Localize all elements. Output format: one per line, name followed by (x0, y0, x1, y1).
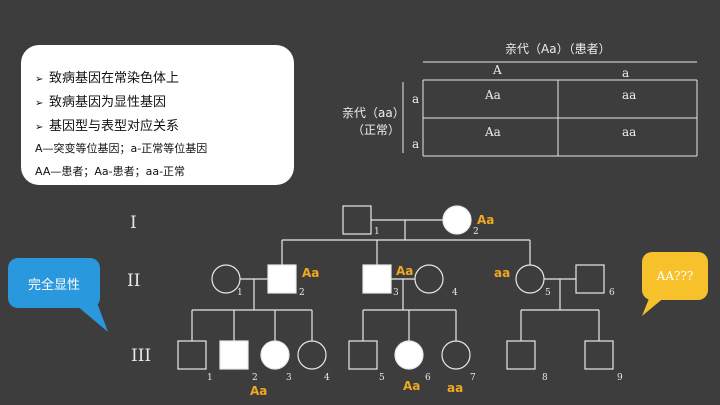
legend-note-2: AA—患者；Aa-患者；aa-正常 (35, 165, 186, 178)
gen-iii-male-5 (348, 340, 378, 370)
gen-ii-male-6 (575, 264, 605, 294)
punnett-top-header: 亲代（Aa）（患者） (505, 42, 611, 56)
arrow-icon: ➢ (35, 122, 44, 133)
number-ii-3: 3 (393, 288, 399, 298)
punnett-row-allele-1: a (412, 92, 420, 106)
gen-ii-male-2-affected (267, 264, 297, 294)
punnett-cell: Aa (485, 88, 501, 102)
number-iii-9: 9 (617, 373, 623, 383)
number-iii-8: 8 (542, 373, 548, 383)
genotype-ii-3: Aa (396, 264, 413, 278)
genotype-iii-7: aa (447, 381, 463, 395)
legend-bullet-text: 致病基因在常染色体上 (49, 71, 180, 86)
punnett-col-allele-1: A (493, 63, 502, 77)
number-ii-4: 4 (452, 288, 458, 298)
generation-label-ii: II (127, 271, 140, 291)
legend-panel: ➢ 致病基因在常染色体上 ➢ 致病基因为显性基因 ➢ 基因型与表型对应关系 A—突变等… (21, 45, 294, 185)
legend-bullet-2: ➢ 致病基因为显性基因 (35, 91, 166, 110)
number-iii-6: 6 (425, 373, 431, 383)
gen-iii-female-4 (297, 340, 327, 370)
gen-iii-male-8 (506, 340, 536, 370)
generation-label-iii: III (131, 346, 151, 366)
punnett-col-allele-2: a (622, 66, 630, 80)
number-ii-1: 1 (237, 288, 243, 298)
legend-bullet-text: 致病基因为显性基因 (49, 95, 167, 110)
gen-ii-female-1 (211, 264, 241, 294)
pedigree-individuals (177, 205, 614, 370)
gen-iii-female-3-affected (260, 340, 290, 370)
gen-i-male-1 (342, 205, 372, 235)
callout-left-tail (70, 300, 108, 332)
number-ii-2: 2 (299, 288, 305, 298)
generation-label-i: I (130, 213, 137, 233)
gen-iii-female-6-affected (394, 340, 424, 370)
punnett-cell: aa (622, 125, 637, 139)
gen-iii-male-1 (177, 340, 207, 370)
genotype-ii-5: aa (494, 266, 510, 280)
gen-i-female-2-affected (442, 205, 472, 235)
gen-ii-female-5 (515, 264, 545, 294)
legend-note-1: A—突变等位基因；a-正常等位基因 (35, 142, 208, 155)
number-i-1: 1 (374, 227, 380, 237)
genotype-ii-2: Aa (302, 266, 319, 280)
punnett-side-header-1: 亲代（aa） (342, 106, 405, 120)
number-iii-5: 5 (379, 373, 385, 383)
number-iii-1: 1 (207, 373, 213, 383)
punnett-grid (402, 61, 698, 157)
gen-ii-female-4 (414, 264, 444, 294)
number-iii-7: 7 (470, 373, 476, 383)
legend-bullet-1: ➢ 致病基因在常染色体上 (35, 67, 179, 86)
punnett-cell: Aa (485, 125, 501, 139)
individual-numbers: 1 2 1 2 3 4 5 6 1 2 3 4 5 6 7 8 9 (207, 227, 623, 383)
legend-bullet-3: ➢ 基因型与表型对应关系 (35, 115, 179, 134)
number-ii-6: 6 (609, 288, 615, 298)
genotype-labels: Aa Aa Aa aa Aa Aa aa (250, 213, 510, 398)
callout-complete-dominance: 完全显性 (8, 258, 100, 308)
genotype-iii-2: Aa (250, 384, 267, 398)
number-iii-3: 3 (286, 373, 292, 383)
pedigree-lines (191, 219, 600, 341)
punnett-cell: aa (622, 88, 637, 102)
arrow-icon: ➢ (35, 98, 44, 109)
gen-ii-male-3-affected (362, 264, 392, 294)
legend-bullet-text: 基因型与表型对应关系 (49, 119, 180, 134)
arrow-icon: ➢ (35, 74, 44, 85)
number-ii-5: 5 (545, 288, 551, 298)
generation-labels: I II III (127, 213, 151, 366)
punnett-row-allele-2: a (412, 137, 420, 151)
number-iii-2: 2 (252, 373, 258, 383)
number-iii-4: 4 (324, 373, 330, 383)
genotype-i-2: Aa (477, 213, 494, 227)
punnett-side-header-2: （正常） (352, 123, 401, 137)
gen-iii-male-9 (584, 340, 614, 370)
callout-aa-question: AA??? (642, 252, 708, 300)
callout-right-tail (642, 296, 666, 316)
gen-iii-male-2-affected (219, 340, 249, 370)
genotype-iii-6: Aa (403, 379, 420, 393)
gen-iii-female-7 (441, 340, 471, 370)
number-i-2: 2 (473, 227, 479, 237)
